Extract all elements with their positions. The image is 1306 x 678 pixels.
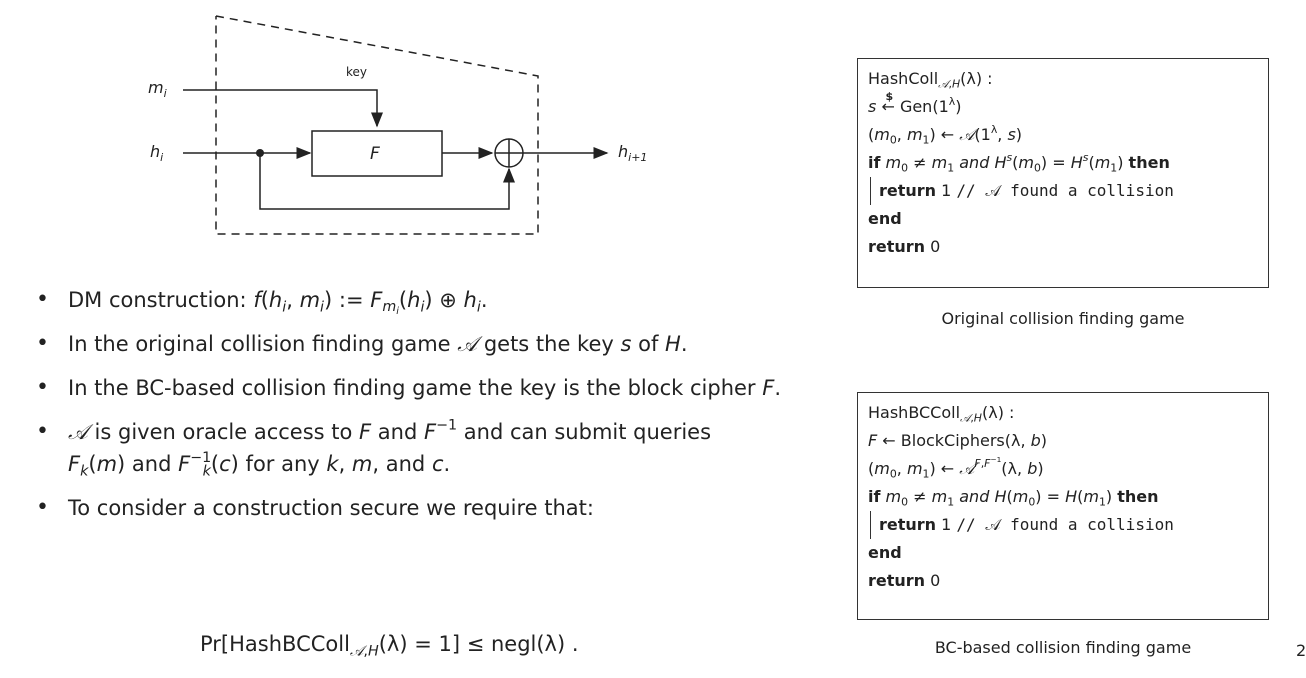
bc-game-box: HashBCColl𝒜,H(λ) : F ← BlockCiphers(λ, b… [857, 392, 1269, 620]
label-output: hi+1 [618, 142, 647, 164]
game1-header: HashColl𝒜,H(λ) : [868, 69, 993, 91]
game1-line-if: if m0 ≠ m1 and Hs(m0) = Hs(m1) then [868, 150, 1170, 175]
bullet-bc-game: In the BC-based collision finding game t… [30, 372, 788, 404]
game2-line-return0: return 0 [868, 571, 941, 590]
bullet-security-requirement: To consider a construction secure we req… [30, 492, 830, 524]
game1-line-return1: return 1 // 𝒜 found a collision [870, 177, 1258, 205]
game1-line-end: end [868, 209, 902, 228]
original-game-caption: Original collision finding game [941, 309, 1185, 328]
feedback-line [259, 153, 515, 210]
game1-line-return0: return 0 [868, 237, 941, 256]
page-number: 2 [1296, 641, 1306, 660]
game2-line-end: end [868, 543, 902, 562]
bc-game-caption: BC-based collision finding game [934, 638, 1192, 657]
game2-line-if: if m0 ≠ m1 and H(m0) = H(m1) then [868, 487, 1159, 509]
xor-icon [494, 138, 524, 168]
key-line [183, 89, 383, 128]
game2-line-adversary: (m0, m1) ← 𝒜F,F−1(λ, b) [868, 455, 1044, 481]
game1-line-adversary: (m0, m1) ← 𝒜(1λ, s) [868, 122, 1023, 147]
dm-construction-diagram: mi hi key F hi+1 [148, 15, 647, 235]
label-key: key [346, 65, 367, 79]
security-formula: Pr[HashBCColl𝒜,H(λ) = 1] ≤ negl(λ) . [200, 632, 579, 660]
bullet-dm-construction: DM construction: f(hi, mi) := Fmi(hi) ⊕ … [30, 284, 830, 317]
label-mi: mi [148, 78, 167, 100]
label-f: F [370, 144, 380, 164]
original-game-box: HashColl𝒜,H(λ) : s ←$ Gen(1λ) (m0, m1) ←… [857, 58, 1269, 288]
bullet-oracle-access: 𝒜 is given oracle access to F and F−1 an… [30, 416, 830, 480]
label-hi: hi [150, 142, 163, 164]
bullet-list: DM construction: f(hi, mi) := Fmi(hi) ⊕ … [30, 284, 830, 524]
game2-line-bc: F ← BlockCiphers(λ, b) [868, 431, 1048, 450]
game2-line-return1: return 1 // 𝒜 found a collision [870, 511, 1258, 539]
game1-line-gen: s ←$ Gen(1λ) [868, 90, 962, 116]
game2-header: HashBCColl𝒜,H(λ) : [868, 403, 1015, 425]
bullet-original-game: In the original collision finding game 𝒜… [30, 328, 830, 360]
